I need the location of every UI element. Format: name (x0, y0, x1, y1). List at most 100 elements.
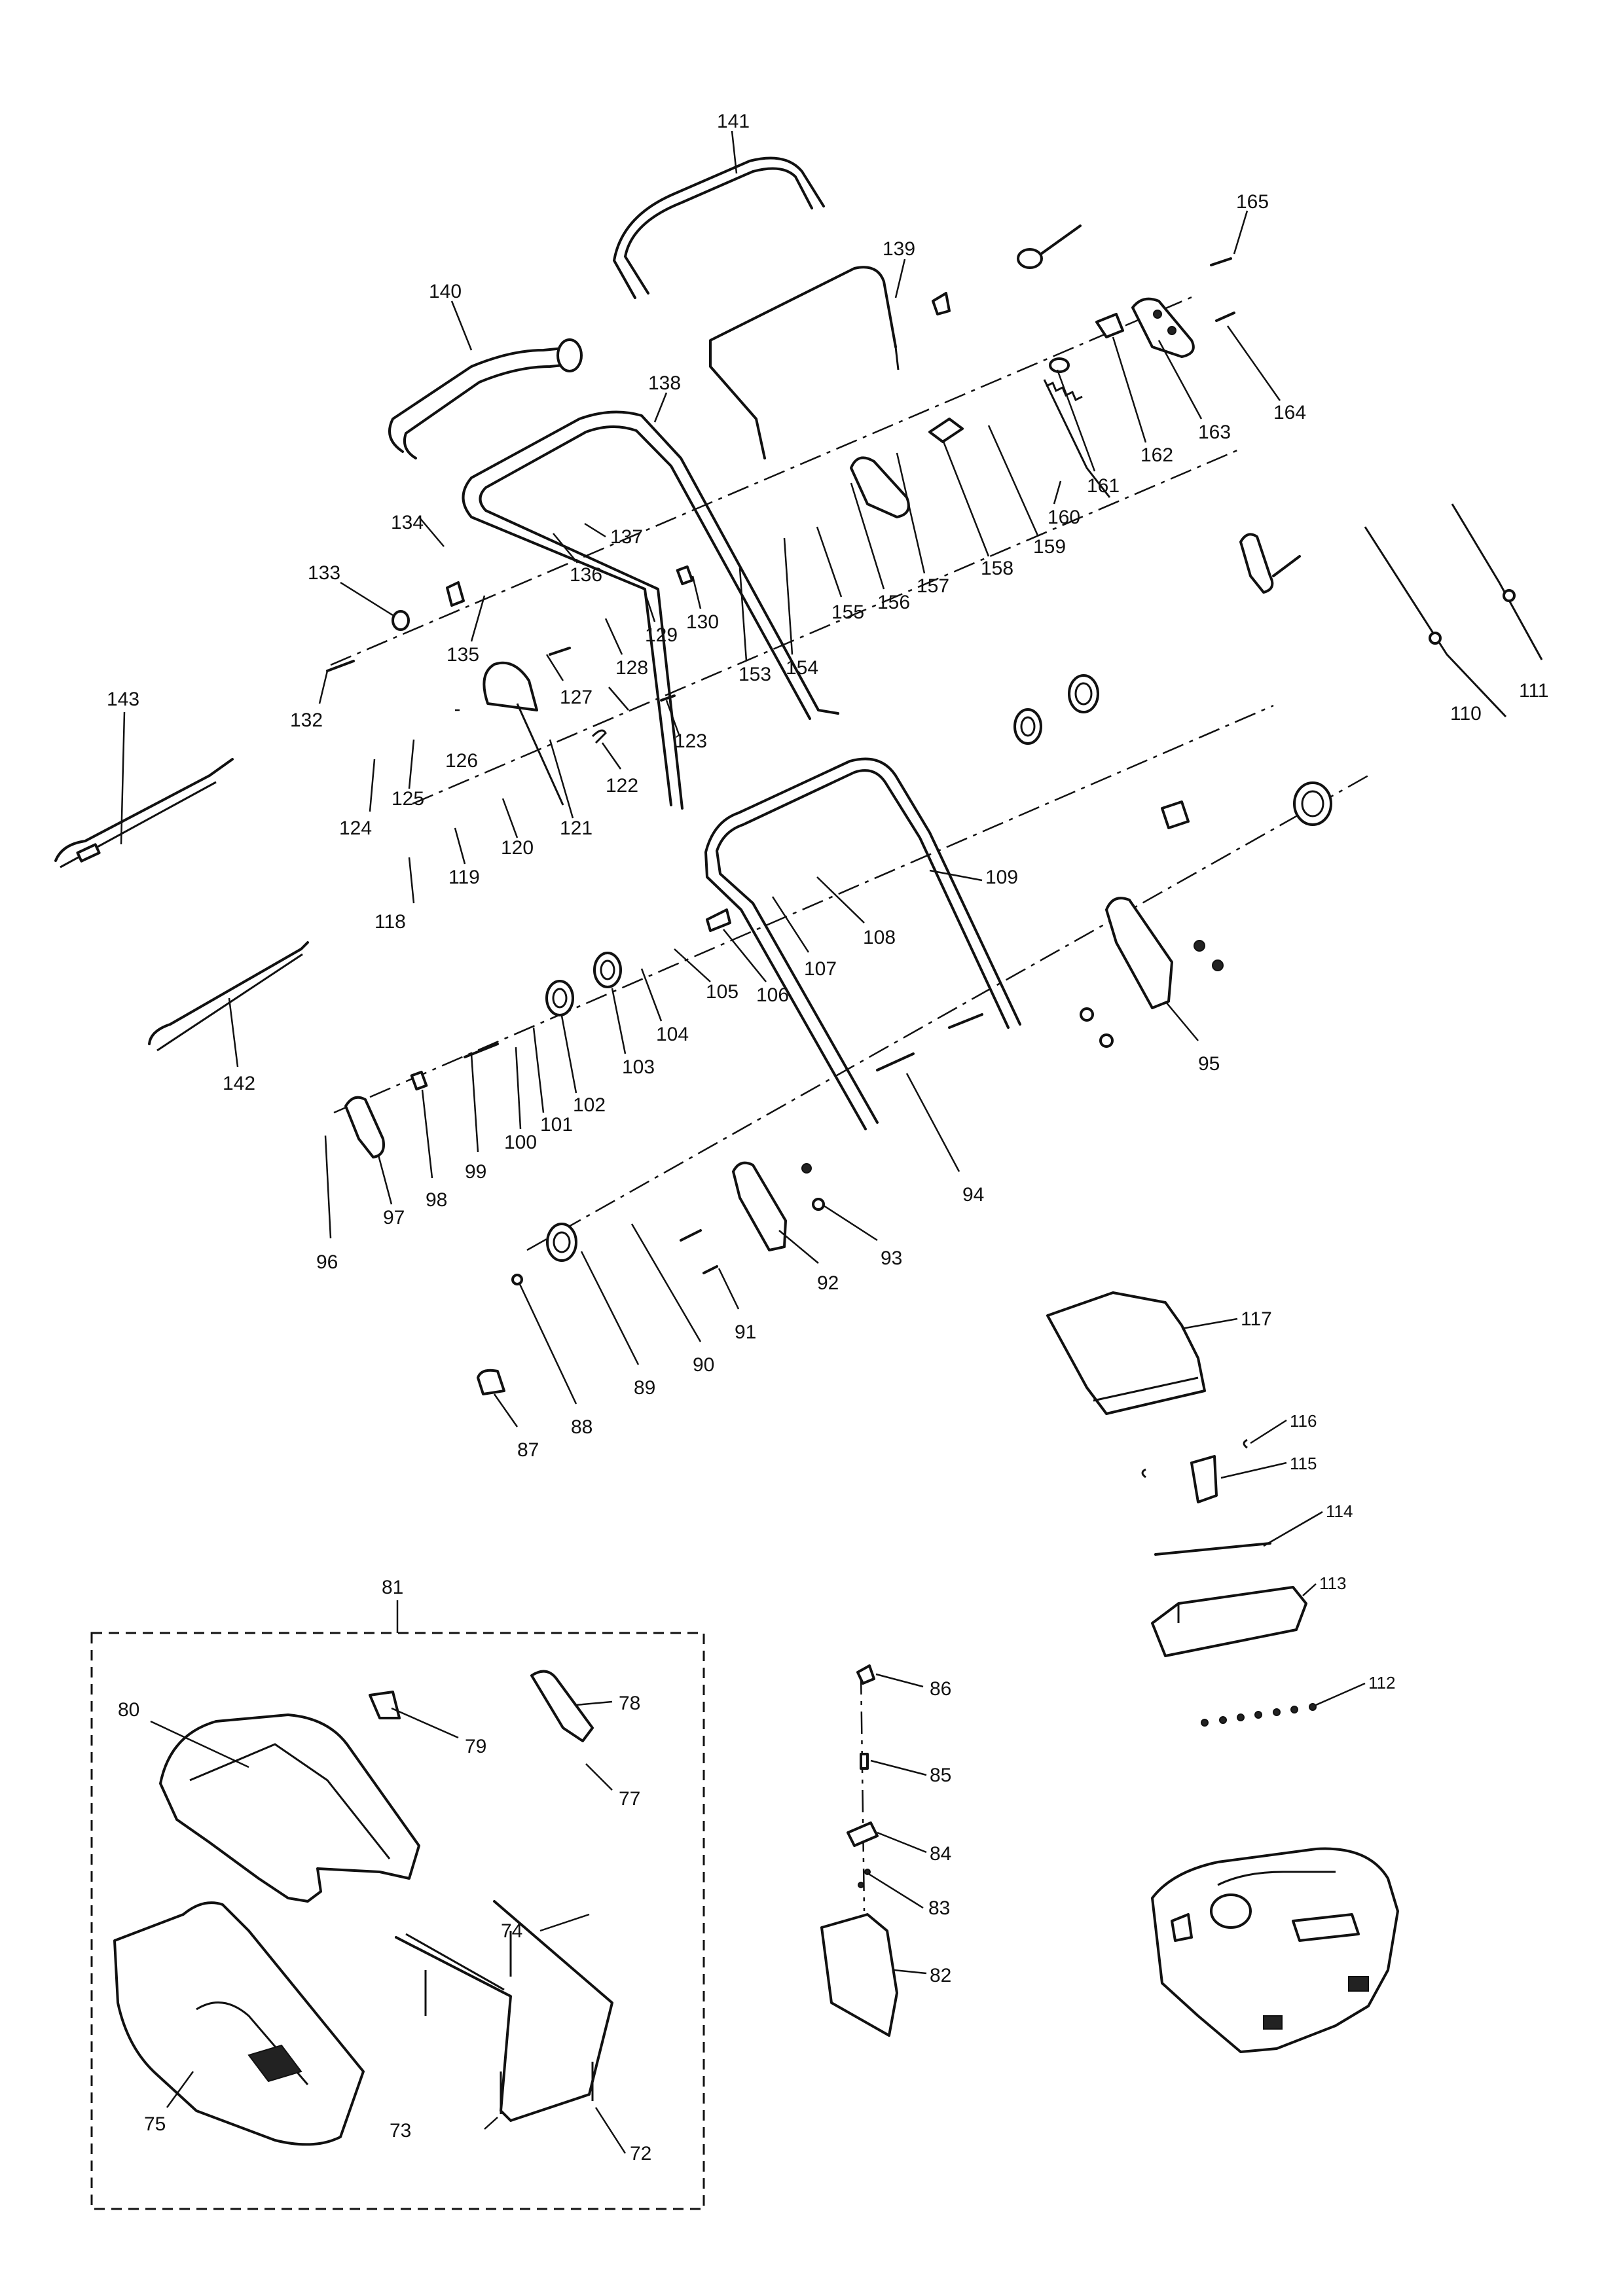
callout-110: 110 (1450, 703, 1482, 725)
callout-95: 95 (1198, 1053, 1220, 1075)
callout-160: 160 (1048, 507, 1080, 528)
callout-116: 116 (1290, 1411, 1317, 1431)
callout-105: 105 (706, 981, 739, 1003)
callout-143: 143 (107, 689, 139, 710)
callout-134: 134 (391, 512, 424, 533)
right-lever (1239, 533, 1301, 594)
callout-74: 74 (501, 1920, 522, 1942)
part-121-cable-lever (483, 661, 564, 806)
chute-parts (820, 1664, 898, 2037)
callout-94: 94 (962, 1184, 984, 1206)
callout-78: 78 (619, 1693, 640, 1714)
part-142-rod (148, 941, 309, 1052)
callout-128: 128 (615, 657, 648, 679)
callout-107: 107 (804, 958, 837, 980)
assembly-axes (330, 295, 1369, 1912)
callout-98: 98 (426, 1189, 447, 1211)
callout-81: 81 (382, 1577, 403, 1598)
part-79-label (369, 1691, 401, 1719)
callout-83: 83 (928, 1897, 950, 1919)
left-upper-parts (326, 565, 694, 744)
callout-155: 155 (831, 601, 864, 623)
part-139-bail (709, 266, 900, 459)
callout-139: 139 (883, 238, 915, 260)
callout-91: 91 (735, 1321, 756, 1343)
callout-156: 156 (877, 592, 910, 613)
part-141-top-grip (613, 156, 825, 299)
callout-162: 162 (1140, 444, 1173, 466)
part-78-handle (530, 1670, 594, 1742)
callout-108: 108 (863, 927, 896, 948)
callout-99: 99 (465, 1161, 486, 1183)
part-75-catcher-bag (113, 1901, 365, 2146)
callout-159: 159 (1033, 536, 1066, 558)
callout-85: 85 (930, 1765, 951, 1786)
callout-79: 79 (465, 1736, 486, 1757)
callout-158: 158 (981, 558, 1013, 579)
callout-136: 136 (570, 564, 602, 586)
part-138-upper-handle (462, 410, 839, 810)
callout-100: 100 (504, 1132, 537, 1153)
callout-97: 97 (383, 1207, 405, 1229)
callout-87: 87 (517, 1439, 539, 1461)
callout-82: 82 (930, 1965, 951, 1986)
part-163-housing (1131, 297, 1195, 358)
upper-hardware (928, 224, 1235, 443)
callout-114: 114 (1326, 1501, 1353, 1521)
callout-153: 153 (739, 664, 771, 685)
callout-161: 161 (1087, 475, 1120, 497)
part-94-bolt (876, 1013, 983, 1071)
callout-126: 126 (445, 750, 478, 772)
callout-157: 157 (917, 575, 949, 597)
rear-flap-parts (1141, 1439, 1317, 1727)
part-109-lower-handle (704, 757, 1021, 1130)
callout-140: 140 (429, 281, 462, 302)
callout-119: 119 (448, 867, 480, 888)
callout-141: 141 (717, 111, 750, 132)
callout-89: 89 (634, 1377, 655, 1399)
callout-88: 88 (571, 1416, 593, 1438)
callout-96: 96 (316, 1251, 338, 1273)
callout-115: 115 (1290, 1454, 1317, 1473)
upper-wheels (1013, 674, 1332, 829)
part-110-cable (1364, 526, 1507, 718)
part-117-cover (1046, 1291, 1206, 1415)
part-95-bracket (1080, 897, 1224, 1048)
callout-93: 93 (881, 1247, 902, 1269)
callout-103: 103 (622, 1056, 655, 1078)
part-111-cable (1451, 503, 1543, 660)
callout-165: 165 (1236, 191, 1269, 213)
callout-122: 122 (606, 775, 638, 797)
callout-123: 123 (674, 730, 707, 752)
callout-112: 112 (1368, 1673, 1395, 1693)
callout-111: 111 (1519, 680, 1549, 702)
callout-86: 86 (930, 1678, 951, 1700)
callout-117: 117 (1241, 1308, 1272, 1330)
callout-130: 130 (686, 611, 719, 633)
callout-118: 118 (374, 911, 406, 933)
callout-164: 164 (1273, 402, 1306, 423)
callout-127: 127 (560, 687, 593, 708)
callout-72: 72 (630, 2143, 651, 2164)
part-162-block (1095, 313, 1124, 338)
callout-92: 92 (817, 1272, 839, 1294)
callout-135: 135 (447, 644, 479, 666)
callout-137: 137 (610, 526, 643, 548)
callout-163: 163 (1198, 422, 1231, 443)
callout-102: 102 (573, 1094, 606, 1116)
callout-129: 129 (645, 624, 678, 646)
callout-113: 113 (1319, 1573, 1346, 1593)
callout-109: 109 (985, 867, 1018, 888)
callout-132: 132 (290, 709, 323, 731)
callout-101: 101 (540, 1114, 573, 1136)
callout-124: 124 (339, 817, 372, 839)
part-72-frame (395, 1900, 613, 2122)
part-160-spring (1043, 379, 1111, 498)
callout-77: 77 (619, 1788, 640, 1810)
callout-121: 121 (560, 817, 593, 839)
callout-106: 106 (756, 984, 789, 1006)
lower-left-parts (477, 1161, 825, 1395)
callout-133: 133 (308, 562, 340, 584)
callout-120: 120 (501, 837, 534, 859)
